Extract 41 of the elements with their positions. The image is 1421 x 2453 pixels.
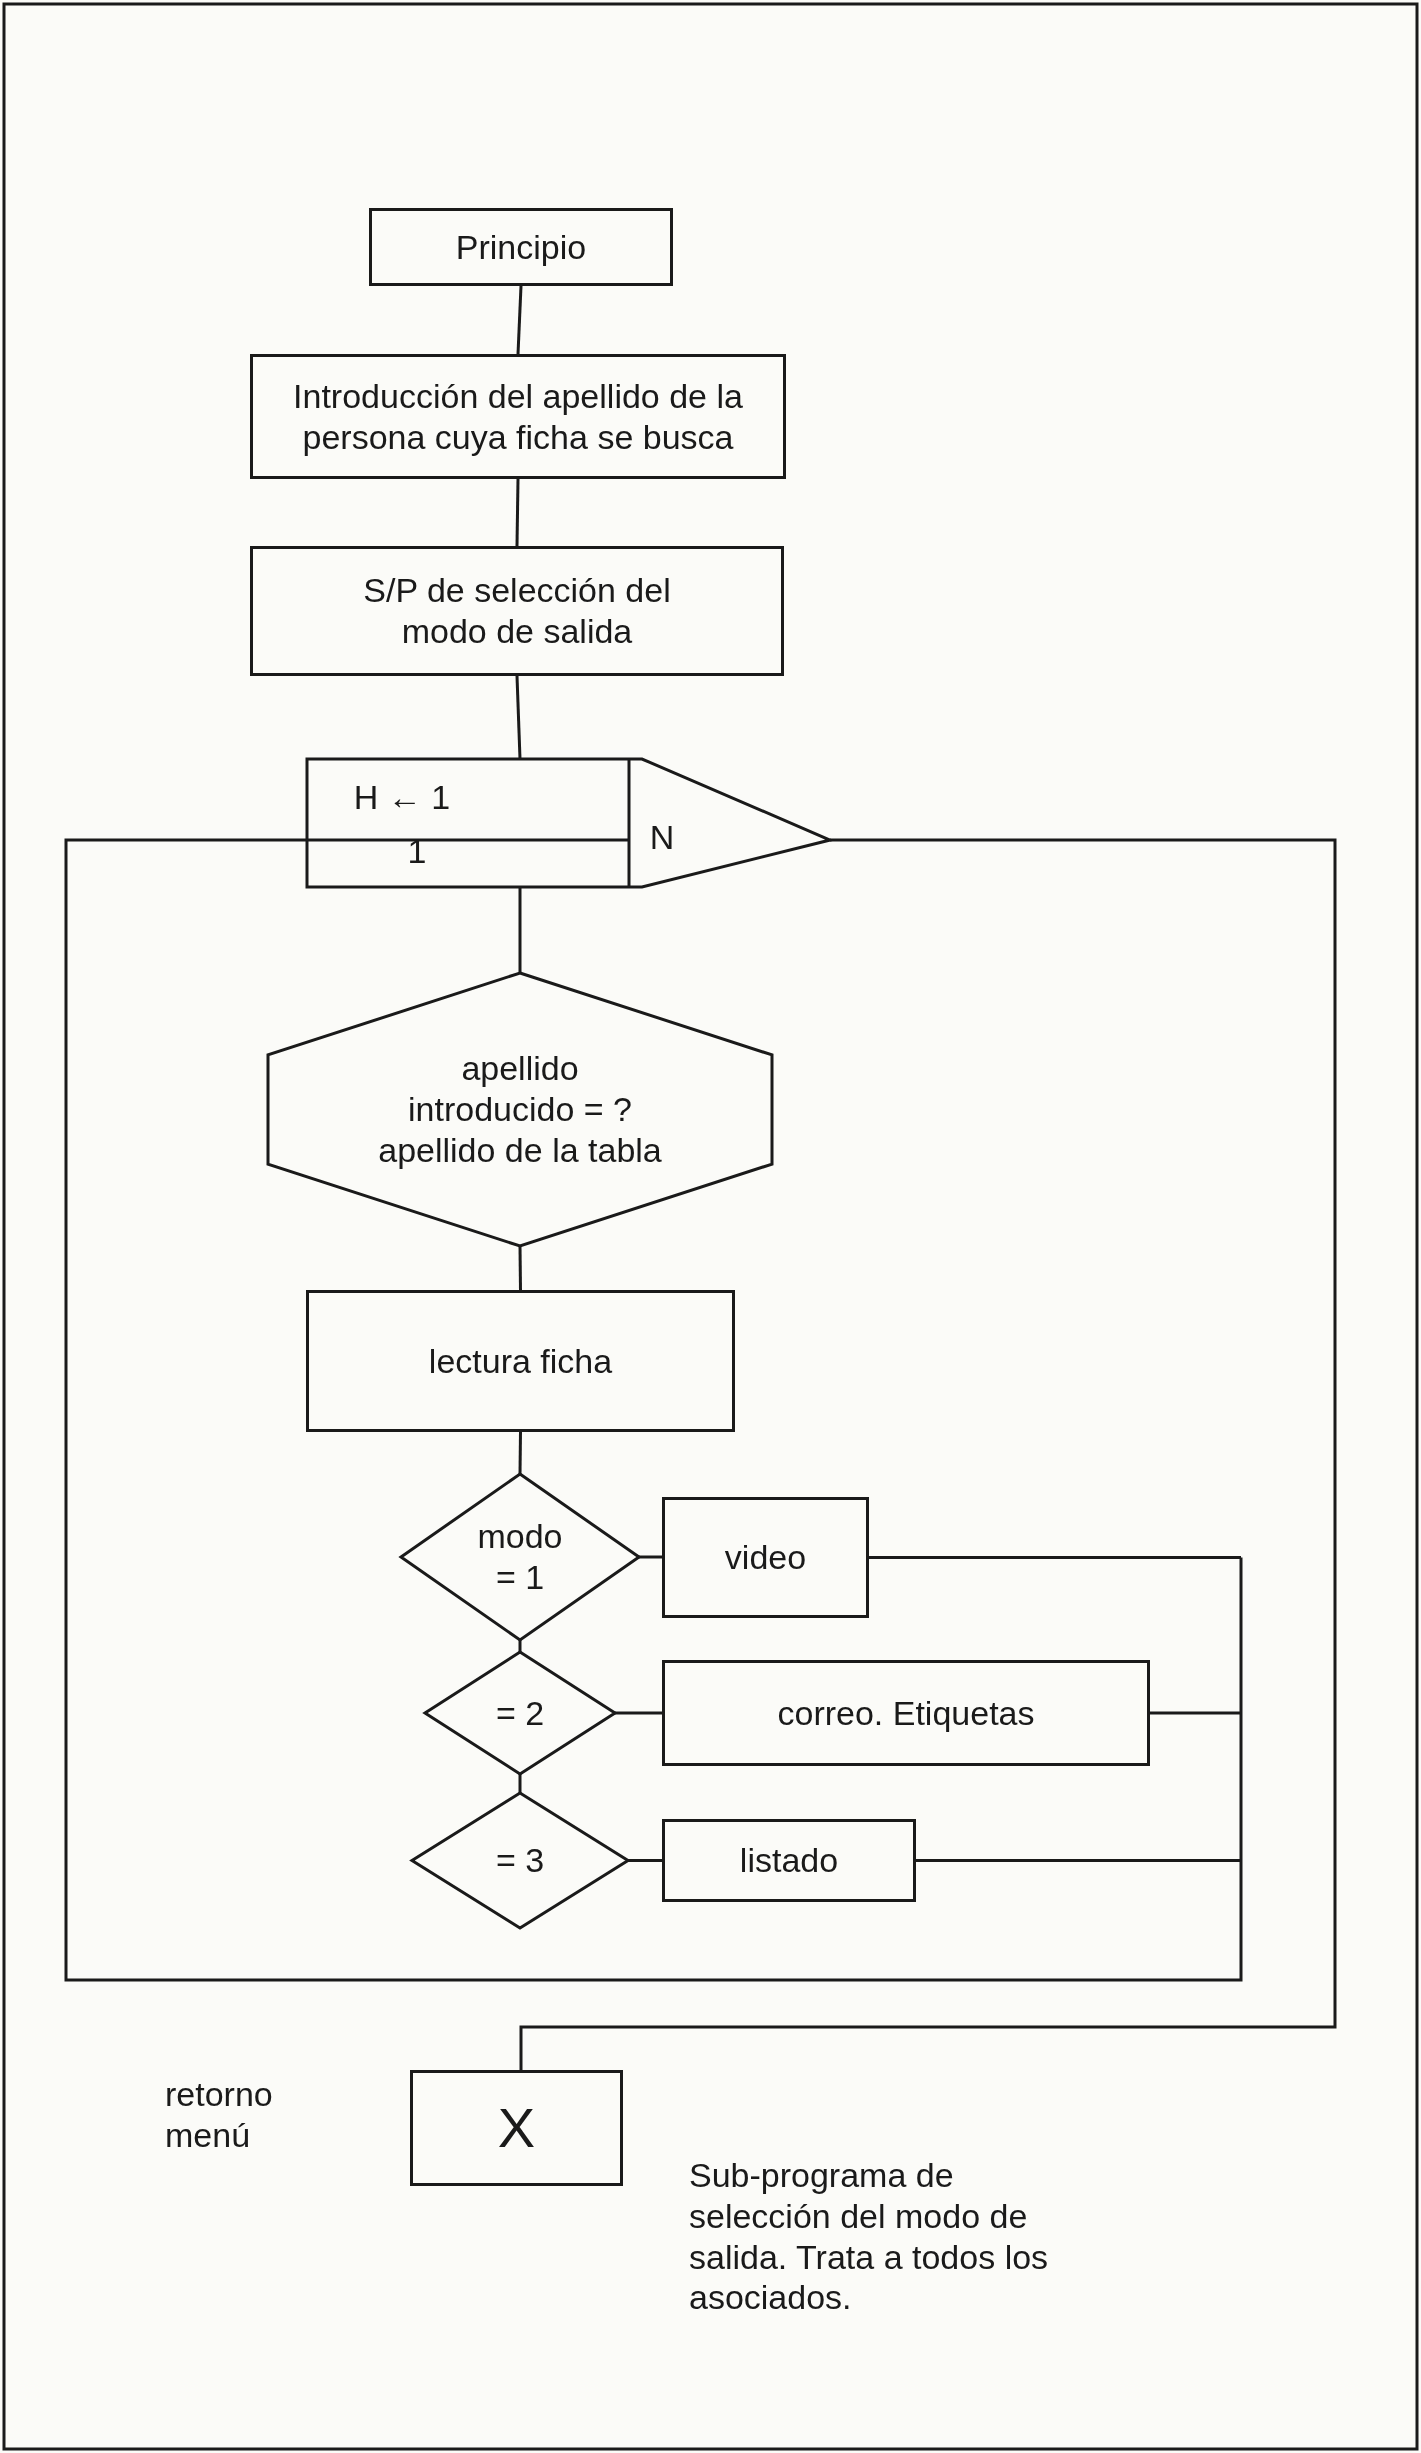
node-label: lectura ficha [428, 1340, 613, 1382]
process-box [410, 2070, 623, 2186]
connector-line [615, 1711, 662, 1715]
process-box [662, 1497, 869, 1618]
connector-line [518, 1432, 522, 1474]
node-label: video [724, 1537, 807, 1578]
connector-line [515, 478, 520, 547]
connector-line [516, 285, 523, 355]
node-label: modo = 1 [476, 1516, 564, 1598]
node-label: X [497, 2095, 536, 2162]
connector-line [1150, 1711, 1241, 1715]
connector-line [515, 675, 522, 760]
decision-diamond [412, 1793, 628, 1928]
node-label: Introducción del apellido de la persona cuya ficha se busca [292, 375, 744, 458]
node-label: S/P de selección del modo de salida [362, 570, 672, 652]
process-box [306, 1290, 735, 1432]
connector-line [639, 1555, 662, 1559]
process-box [662, 1819, 916, 1902]
connector-line [628, 1859, 662, 1862]
node-label: listado [739, 1840, 839, 1881]
node-label: = 3 [495, 1840, 545, 1881]
connector-line [64, 838, 1243, 1982]
node-label: correo. Etiquetas [777, 1692, 1035, 1734]
process-box [662, 1660, 1150, 1766]
process-box [369, 208, 673, 286]
connector-line [869, 1556, 1241, 1559]
decision-diamond [401, 1474, 639, 1640]
node-label: = 2 [495, 1692, 545, 1734]
decision-hexagon [268, 973, 772, 1246]
connector-line [519, 838, 1337, 2070]
note-text: retorno menú [165, 2074, 274, 2156]
connector-line [518, 1774, 522, 1793]
decision-diamond [425, 1652, 615, 1774]
process-box [250, 354, 786, 479]
connector-line [518, 887, 522, 973]
connector-line [916, 1859, 1241, 1862]
node-label: apellido introducido = ? apellido de la tabla [377, 1048, 663, 1171]
process-box [250, 546, 784, 676]
note-text: Sub-programa de selección del modo de salida. Trata a todos los asociados. [689, 2155, 1050, 2319]
node-label: Principio [455, 226, 587, 268]
connector-line [518, 1246, 522, 1290]
